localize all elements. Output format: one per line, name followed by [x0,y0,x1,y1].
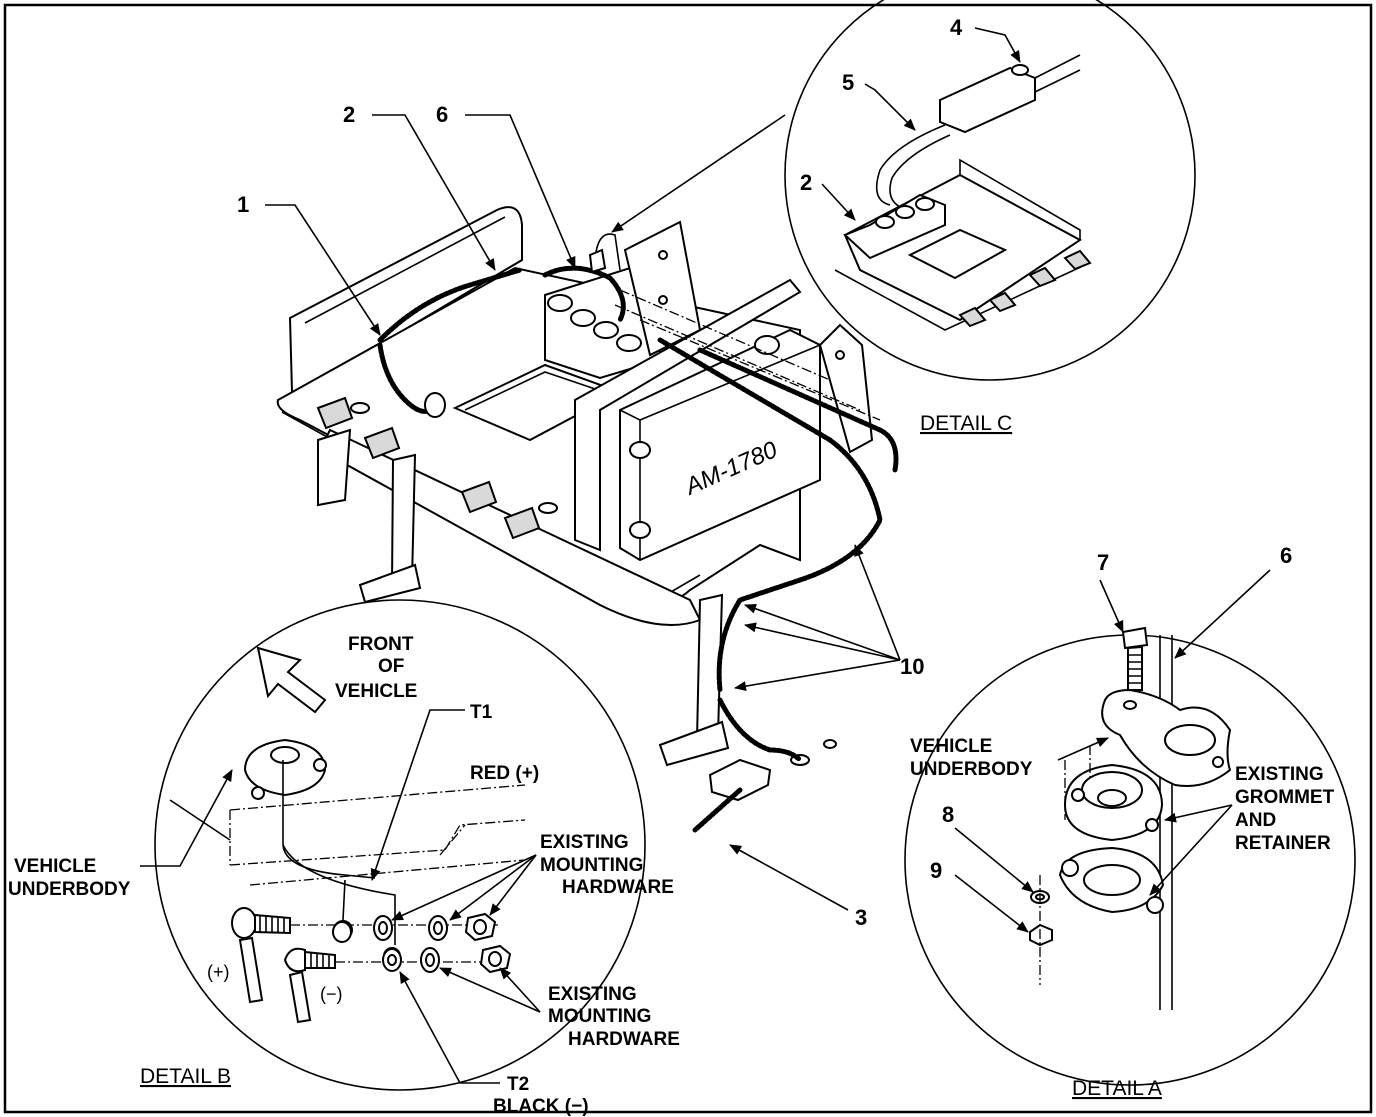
t2-line2: BLACK (−) [493,1096,589,1117]
front-line1: FRONT [348,634,414,655]
right-tab [818,323,874,454]
detail-c: 4 5 2 [784,0,1196,381]
callout-1: 1 [237,192,249,217]
cable-1 [377,267,523,343]
t1-line1: T1 [470,702,493,723]
cable-3 [692,787,743,833]
t1-line2: RED (+) [470,763,539,784]
callout-6: 6 [436,102,448,127]
vub-b-2: UNDERBODY [8,879,131,900]
grommet-b [243,738,327,797]
callout-10: 10 [900,654,924,679]
box-side-wall [574,278,802,552]
cable-6 [542,265,626,323]
callout-5: 5 [842,70,854,95]
grommet-4: RETAINER [1235,833,1331,854]
callout-4: 4 [950,15,963,40]
grommet-2: GROMMET [1235,787,1335,808]
detail-b: FRONT OF VEHICLE (+) (−) [8,599,680,1117]
callout-2: 2 [343,102,355,127]
callout-9: 9 [930,858,942,883]
tray-clips [316,396,541,540]
battery-bolt-minus [283,947,306,973]
callout-6-detail-a: 6 [1280,543,1292,568]
vub-a-1: VEHICLE [910,736,992,757]
am-1780-box [619,328,821,562]
front-line2: OF [378,656,404,677]
hw-bot-2: MOUNTING [548,1006,651,1027]
hw-bot-1: EXISTING [548,984,637,1005]
hw-top-2: MOUNTING [540,855,643,876]
detail-c-label: DETAIL C [920,412,1012,435]
front-left-bracket [317,428,352,507]
grommet-3: AND [1235,810,1276,831]
terminal-bosses [547,294,642,352]
plus-label: (+) [207,962,230,982]
detail-a-label: DETAIL A [1072,1077,1162,1100]
front-line3: VEHICLE [335,681,417,702]
minus-label: (−) [320,984,343,1004]
callout-7: 7 [1097,550,1109,575]
callout-3: 3 [855,905,867,930]
front-arrow-icon [256,646,327,714]
vub-b-1: VEHICLE [14,856,96,877]
hw-bot-3: HARDWARE [568,1029,680,1050]
main-callouts: 1 2 6 DETAIL C 10 3 [237,102,1012,930]
sensor-box [939,66,1036,134]
harness-cables [377,233,899,833]
callout-8: 8 [942,802,954,827]
callout-2-detail-c: 2 [800,170,812,195]
vub-a-2: UNDERBODY [910,759,1033,780]
detail-b-label: DETAIL B [140,1065,231,1088]
battery-bolt-plus [231,907,257,939]
ring-terminal-eye [708,758,772,802]
hw-top-3: HARDWARE [562,877,674,898]
grommet-1: EXISTING [1235,764,1324,785]
drawing-frame [3,3,1373,1114]
hw-top-1: EXISTING [540,832,629,853]
battery-tray-assembly: AM-1780 [276,206,874,802]
t2-line1: T2 [507,1074,529,1095]
detail-a: 7 6 8 9 VEHICLE UNDE [904,543,1356,1100]
